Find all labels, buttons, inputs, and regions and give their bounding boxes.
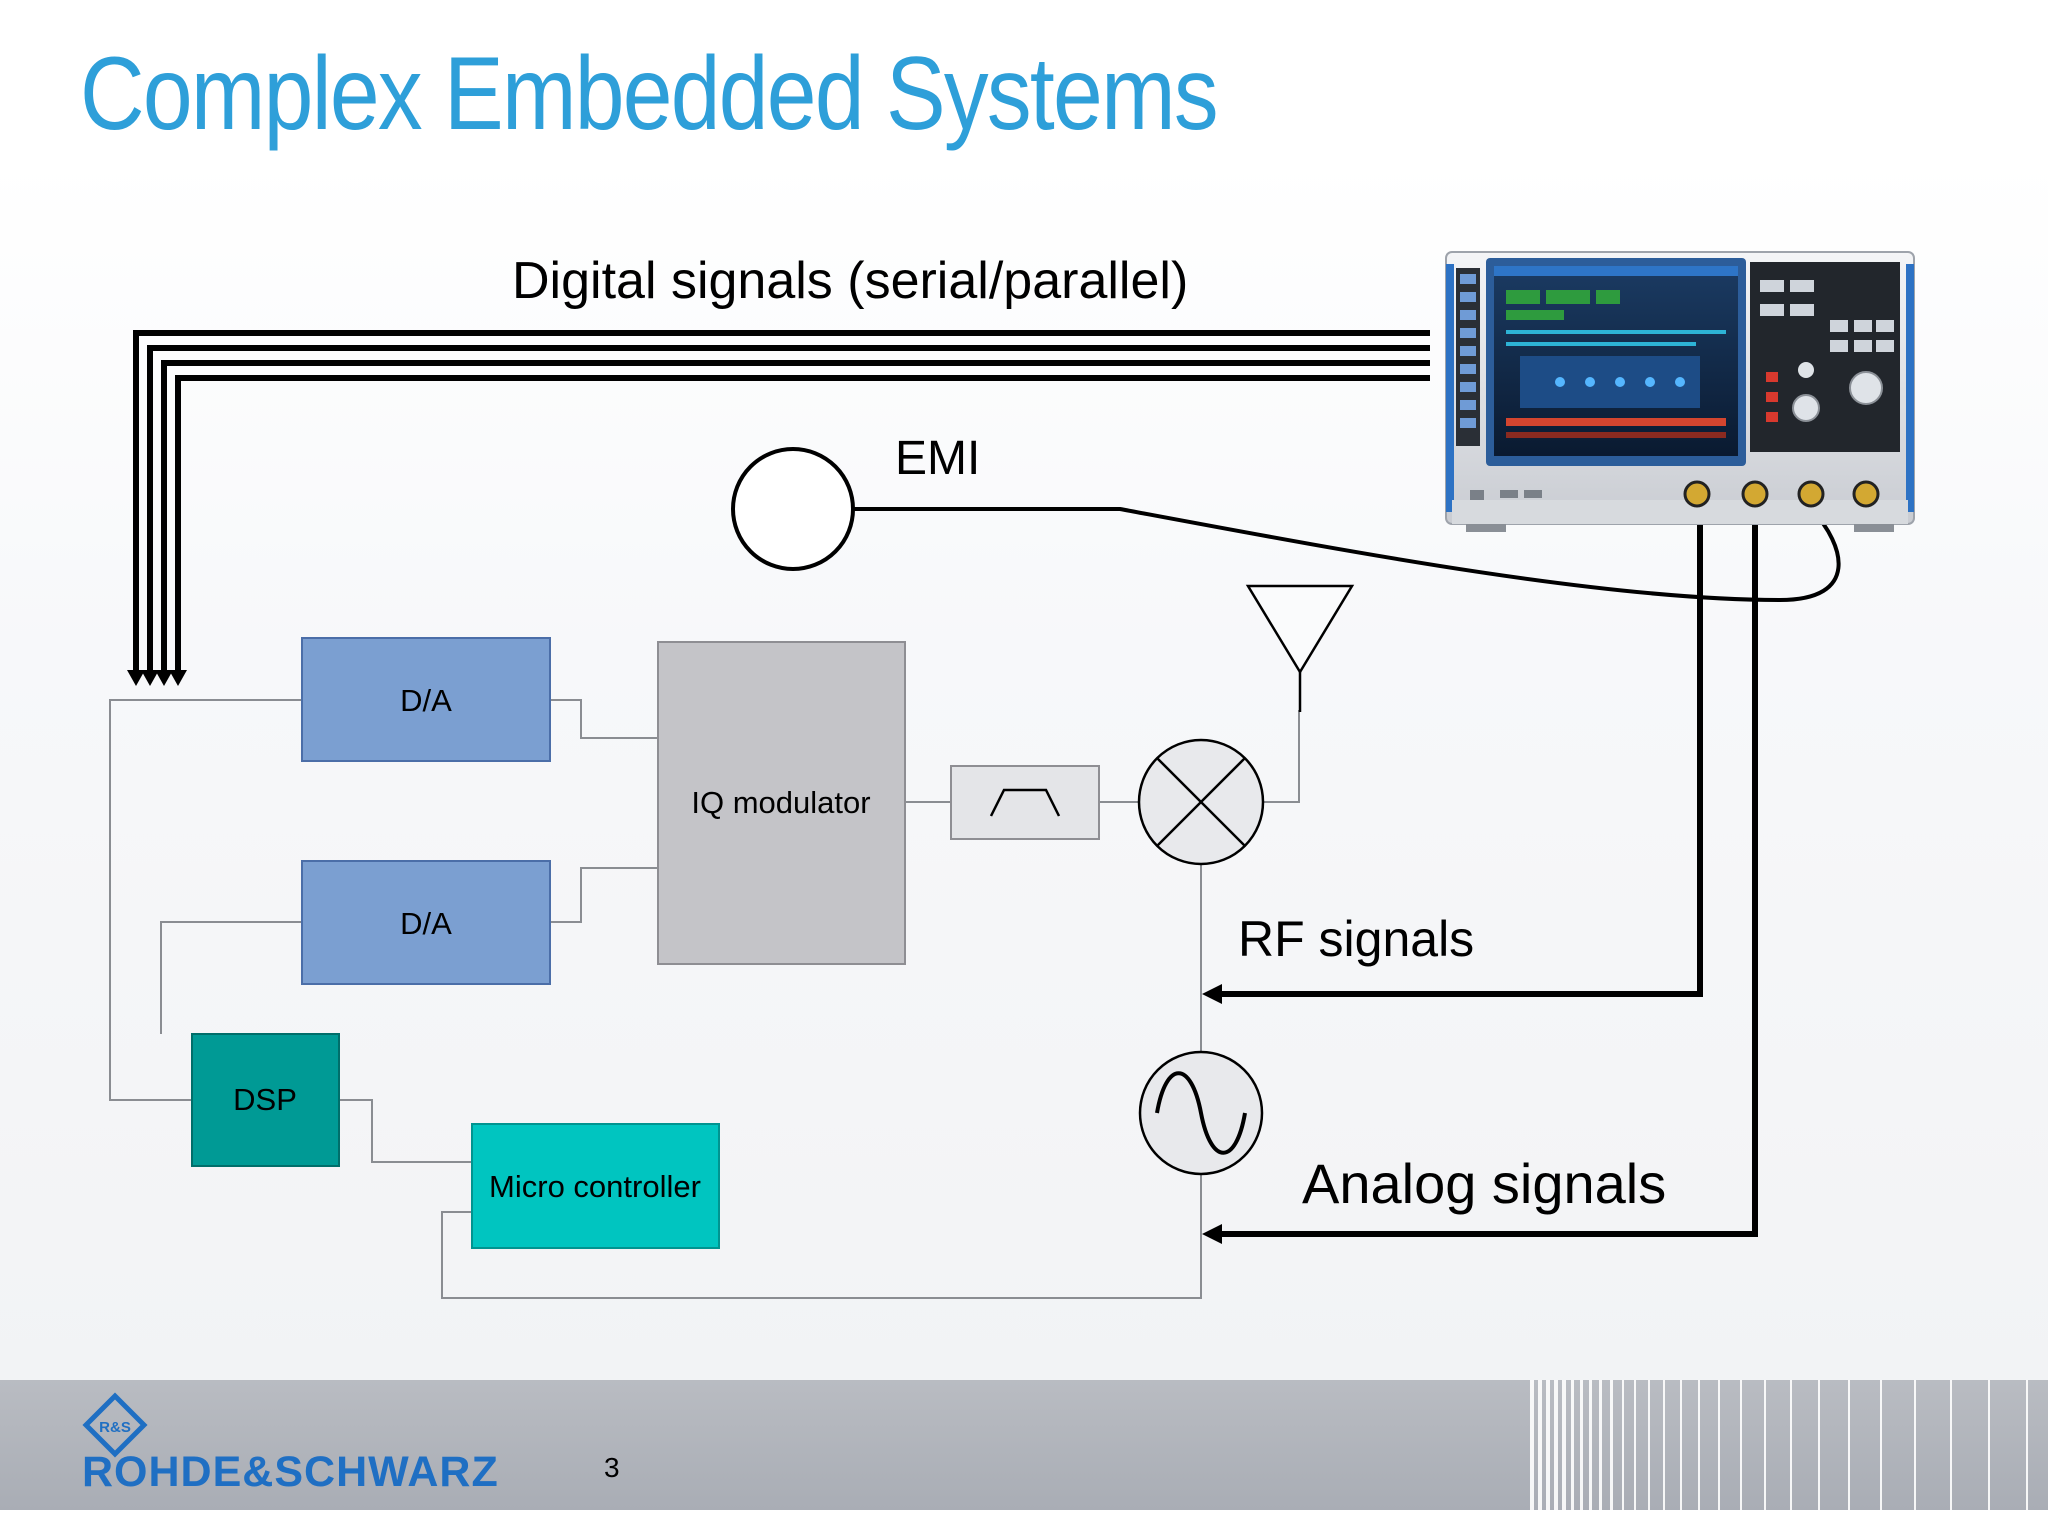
da-top-block — [301, 637, 551, 762]
antenna-icon — [1245, 584, 1355, 712]
logo-letters: R&S — [99, 1419, 131, 1436]
oscilloscope-image — [1445, 251, 1915, 532]
scope-channel-connectors — [1683, 480, 1880, 508]
rf-arrowhead — [1202, 984, 1222, 1004]
da-bottom-block — [301, 860, 551, 985]
emi-probe-loop-icon — [731, 447, 855, 571]
emi-label: EMI — [895, 432, 980, 485]
oscillator-icon — [1138, 1050, 1264, 1176]
digital-arrowheads — [127, 670, 187, 686]
digital-arrowhead-2 — [141, 670, 159, 686]
emi-cable — [853, 507, 1841, 603]
rf-signals-label: RF signals — [1238, 911, 1474, 967]
digital-line-3 — [161, 360, 1430, 672]
slide-title: Complex Embedded Systems — [80, 36, 1219, 152]
dsp-label: DSP — [233, 1082, 297, 1117]
connector-da-bottom-dsp — [160, 921, 302, 1034]
connector-da-top-iq — [550, 699, 658, 739]
digital-signals-label: Digital signals (serial/parallel) — [512, 252, 1188, 310]
footer-bar — [0, 1380, 2048, 1510]
da-top-label: D/A — [400, 683, 452, 718]
digital-bus — [133, 330, 1430, 672]
connector-dsp-micro — [339, 1099, 472, 1163]
embedded-system-diagram: Digital signals (serial/parallel) D/A D/… — [109, 251, 1915, 1299]
bandpass-filter-block — [950, 765, 1100, 840]
digital-line-1 — [133, 330, 1430, 672]
brand-name: ROHDE&SCHWARZ — [82, 1448, 499, 1496]
rohde-schwarz-logo: R&S — [82, 1392, 148, 1458]
digital-line-2 — [147, 345, 1430, 672]
connector-mixer-antenna — [1263, 710, 1300, 803]
connector-oscillator-micro — [441, 1174, 1202, 1299]
mixer-icon — [1137, 738, 1265, 866]
connector-da-bottom-iq — [550, 867, 658, 923]
digital-arrowhead-4 — [169, 670, 187, 686]
analog-probe-cable — [1218, 510, 1758, 1237]
page-number: 3 — [604, 1452, 620, 1483]
rf-probe-cable — [1218, 510, 1703, 997]
digital-line-4 — [175, 375, 1430, 672]
iq-modulator-block — [657, 641, 906, 965]
connector-dsp-da-top — [109, 699, 302, 1101]
digital-arrowhead-3 — [155, 670, 173, 686]
micro-controller-label: Micro controller — [489, 1169, 701, 1204]
block-connectors — [109, 699, 1300, 1299]
micro-controller-block — [471, 1123, 720, 1249]
dsp-block — [191, 1033, 340, 1167]
da-bottom-label: D/A — [400, 906, 452, 941]
bandpass-filter-icon — [989, 788, 1061, 817]
analog-arrowhead — [1202, 1224, 1222, 1244]
footer-barcode-decoration — [1530, 1380, 2028, 1510]
digital-arrowhead-1 — [127, 670, 145, 686]
iq-modulator-label: IQ modulator — [691, 785, 870, 820]
analog-signals-label: Analog signals — [1302, 1152, 1666, 1215]
